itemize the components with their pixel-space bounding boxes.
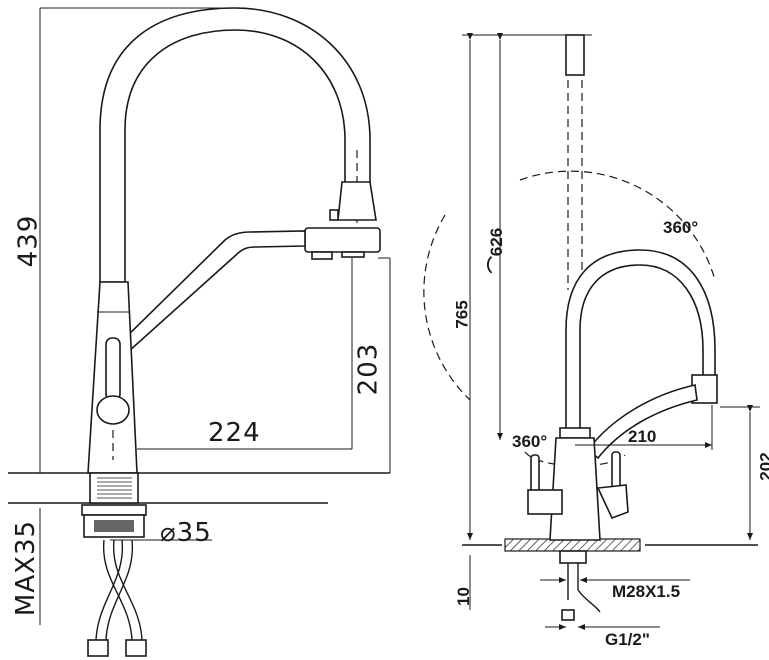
gooseneck-spout [99, 7, 371, 283]
filter-outlet [311, 251, 333, 260]
front-body [549, 437, 601, 541]
front-neck-ring [559, 427, 591, 439]
nut-detail [94, 520, 134, 532]
front-shank-nut [559, 550, 587, 564]
hose-left [95, 539, 134, 641]
filter-water-arm [116, 230, 306, 355]
mounting-washer [81, 504, 147, 516]
rotation-bottom-label: 360° [512, 432, 548, 451]
hose-right [103, 539, 143, 641]
connection-label: G1/2" [605, 630, 650, 649]
deck-label: 10 [453, 587, 473, 606]
hose-nut-right [125, 639, 147, 657]
reach-label: 224 [208, 418, 261, 448]
max-thickness-label: MAX35 [11, 519, 42, 617]
pulled-spray-head [565, 34, 585, 76]
spray-button [329, 209, 339, 221]
rotation-arc-top [423, 170, 716, 401]
spray-head [337, 181, 377, 221]
diameter-label: ⌀35 [160, 518, 212, 548]
side-view [8, 7, 391, 657]
shank-thread [97, 477, 132, 499]
height-label: 439 [13, 214, 44, 268]
mounting-shank [89, 472, 139, 504]
front-reach-label: 210 [628, 427, 657, 446]
main-outlet [341, 251, 365, 258]
right-lever-stem [611, 451, 621, 489]
front-spout-height-label: 202 [756, 452, 769, 481]
filter-lever [105, 337, 121, 401]
hose-nut-left [87, 639, 109, 657]
spout-height-label: 203 [353, 342, 384, 396]
pullout-height-label: ⌒626 [487, 227, 507, 274]
right-handle [596, 484, 629, 520]
rotation-top-label: 360° [663, 218, 699, 237]
front-hose-nut [561, 609, 575, 621]
total-height-label: 765 [452, 300, 472, 329]
thread-label: M28X1.5 [612, 582, 681, 601]
front-view [423, 33, 760, 630]
spout-head-block [304, 227, 381, 253]
front-filter-arm [586, 384, 698, 460]
left-lever-stem [530, 454, 540, 496]
front-hoses [567, 563, 601, 613]
left-handle [527, 489, 563, 515]
main-handle-knob [96, 395, 130, 425]
